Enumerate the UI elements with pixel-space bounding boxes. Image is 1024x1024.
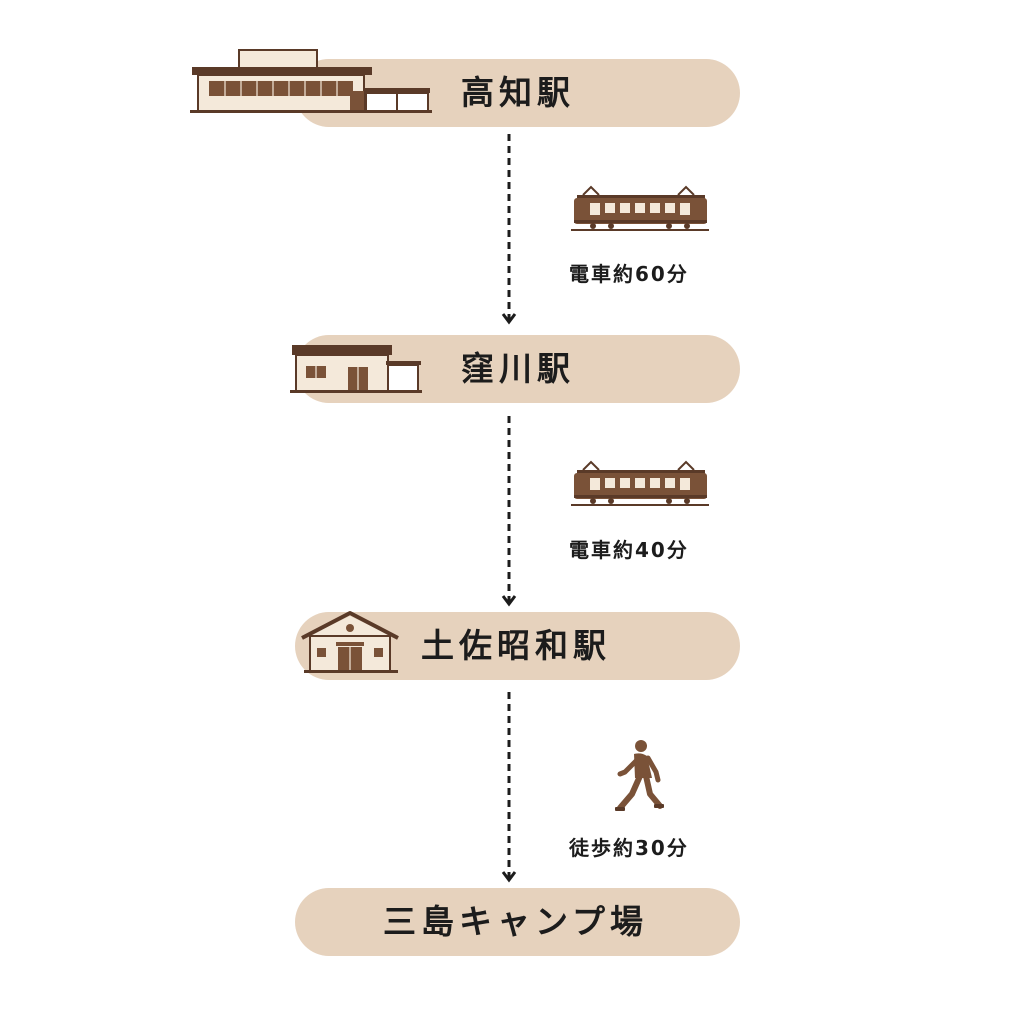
gabled-station-building-icon xyxy=(301,611,399,673)
station-name: 高知駅 xyxy=(461,73,575,112)
station-name: 土佐昭和駅 xyxy=(421,626,611,665)
small-station-building-icon xyxy=(290,345,422,393)
walking-person-icon xyxy=(615,740,664,811)
route-arrow xyxy=(501,134,517,325)
leg-duration-label: 電車約60分 xyxy=(569,262,689,286)
destination-name: 三島キャンプ場 xyxy=(383,902,649,941)
station-name: 窪川駅 xyxy=(461,349,575,388)
leg-duration-label: 徒歩約30分 xyxy=(569,836,689,860)
route-arrow xyxy=(501,692,517,883)
train-icon xyxy=(571,460,709,506)
train-icon xyxy=(571,185,709,231)
leg-duration-label: 電車約40分 xyxy=(569,538,689,562)
route-arrow xyxy=(501,416,517,607)
destination-pill-mishima-campground: 三島キャンプ場 xyxy=(295,888,740,956)
large-station-building-icon xyxy=(190,49,432,113)
